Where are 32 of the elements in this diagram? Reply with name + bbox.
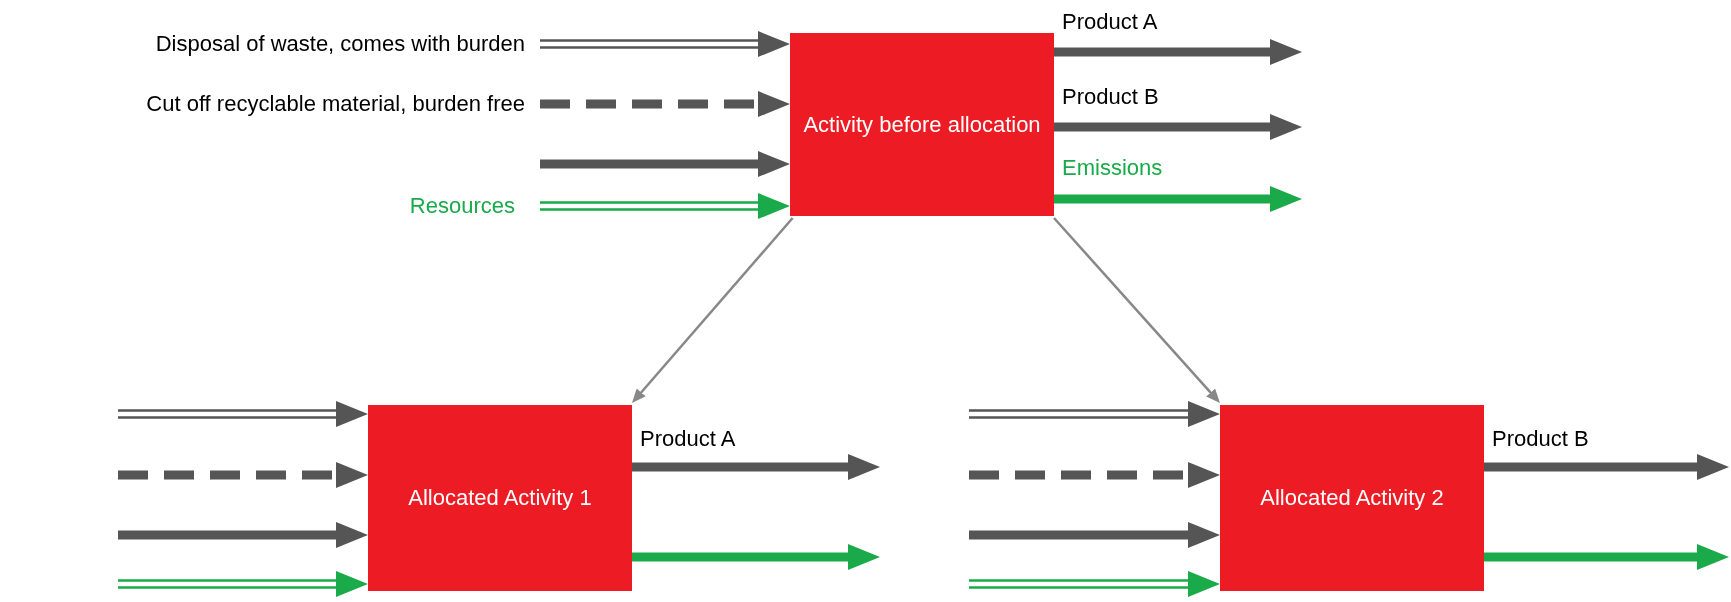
edge-label: Product B xyxy=(1062,86,1159,108)
edge-label: Emissions xyxy=(1062,157,1163,179)
arrow xyxy=(632,454,880,480)
arrow xyxy=(1484,454,1729,480)
arrow xyxy=(118,462,368,488)
arrow xyxy=(632,544,880,570)
arrow xyxy=(540,151,790,177)
arrow xyxy=(969,522,1220,548)
arrow xyxy=(1053,217,1220,403)
arrow xyxy=(967,401,1220,427)
arrow xyxy=(1484,544,1729,570)
arrow xyxy=(1054,114,1302,140)
arrow xyxy=(1054,186,1302,212)
arrow xyxy=(1054,39,1302,65)
arrow xyxy=(540,91,790,117)
arrow xyxy=(538,31,790,57)
arrow xyxy=(538,193,790,219)
edge-label: Resources xyxy=(409,195,515,217)
arrow xyxy=(118,522,368,548)
edge-label: Disposal of waste, comes with burden xyxy=(155,33,525,55)
activity-box: Allocated Activity 2 xyxy=(1220,405,1484,591)
arrow xyxy=(632,217,794,403)
edge-label: Product A xyxy=(1062,11,1158,33)
arrow xyxy=(116,401,368,427)
activity-box: Activity before allocation xyxy=(790,33,1054,216)
arrow xyxy=(116,571,368,597)
arrow xyxy=(969,462,1220,488)
edge-label: Product A xyxy=(640,428,736,450)
arrow xyxy=(967,571,1220,597)
activity-box: Allocated Activity 1 xyxy=(368,405,632,591)
edge-label: Product B xyxy=(1492,428,1589,450)
edge-label: Cut off recyclable material, burden free xyxy=(146,93,525,115)
